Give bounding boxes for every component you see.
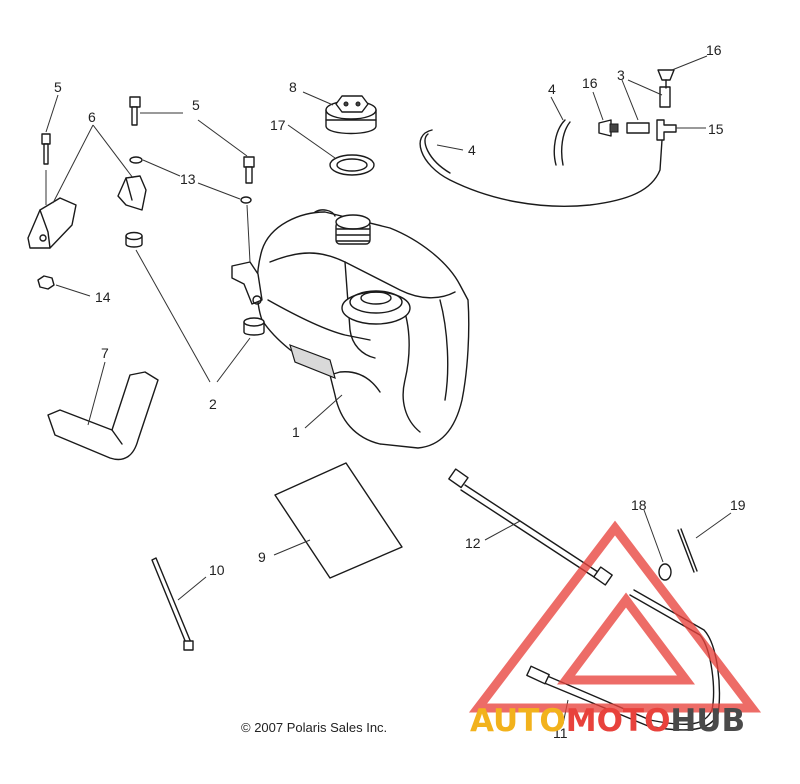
watermark-text-auto: AUTO — [470, 703, 566, 739]
callout-8: 8 — [289, 79, 297, 95]
callout-9: 9 — [258, 549, 266, 565]
vent-hose — [419, 119, 663, 207]
callout-14: 14 — [95, 289, 111, 305]
watermark-outer-triangle — [468, 520, 762, 713]
callout-2: 2 — [209, 396, 217, 412]
callout-5b: 5 — [192, 97, 200, 113]
callout-6: 6 — [88, 109, 96, 125]
callout-18: 18 — [631, 497, 647, 513]
callout-4b: 4 — [468, 142, 476, 158]
watermark-text-hub: HUB — [670, 703, 745, 739]
brackets — [27, 175, 147, 249]
callout-5a: 5 — [54, 79, 62, 95]
copyright-notice: © 2007 Polaris Sales Inc. — [241, 720, 387, 735]
watermark-text: AUTOMOTOHUB — [470, 703, 745, 739]
washers-and-nuts — [37, 156, 265, 336]
tank-pad — [274, 462, 403, 579]
callout-4a: 4 — [548, 81, 556, 97]
callout-16b: 16 — [706, 42, 722, 58]
callout-15: 15 — [708, 121, 724, 137]
callout-7: 7 — [101, 345, 109, 361]
heat-shield — [47, 371, 159, 461]
callout-19: 19 — [730, 497, 746, 513]
callout-17: 17 — [270, 117, 286, 133]
leader-lines — [45, 55, 732, 725]
watermark-text-moto: MOTO — [566, 703, 671, 739]
callout-11: 11 — [553, 725, 568, 741]
callout-13: 13 — [180, 171, 196, 187]
callout-16a: 16 — [582, 75, 598, 91]
fuel-tank — [231, 209, 470, 449]
watermark-inner-triangle — [557, 592, 695, 685]
fuel-line — [448, 468, 613, 586]
callout-1: 1 — [292, 424, 300, 440]
callout-12: 12 — [465, 535, 481, 551]
callout-10: 10 — [209, 562, 225, 578]
fuel-cap — [325, 95, 377, 135]
strap — [151, 557, 194, 651]
watermark-logo: AUTOMOTOHUB — [468, 520, 762, 739]
cap-gasket — [329, 154, 375, 176]
callout-labels: 1 2 3 4 4 5 5 6 7 8 9 10 11 12 13 14 15 … — [54, 42, 746, 741]
bolts — [41, 96, 255, 184]
vent-fittings — [598, 69, 677, 141]
callout-3: 3 — [617, 67, 625, 83]
